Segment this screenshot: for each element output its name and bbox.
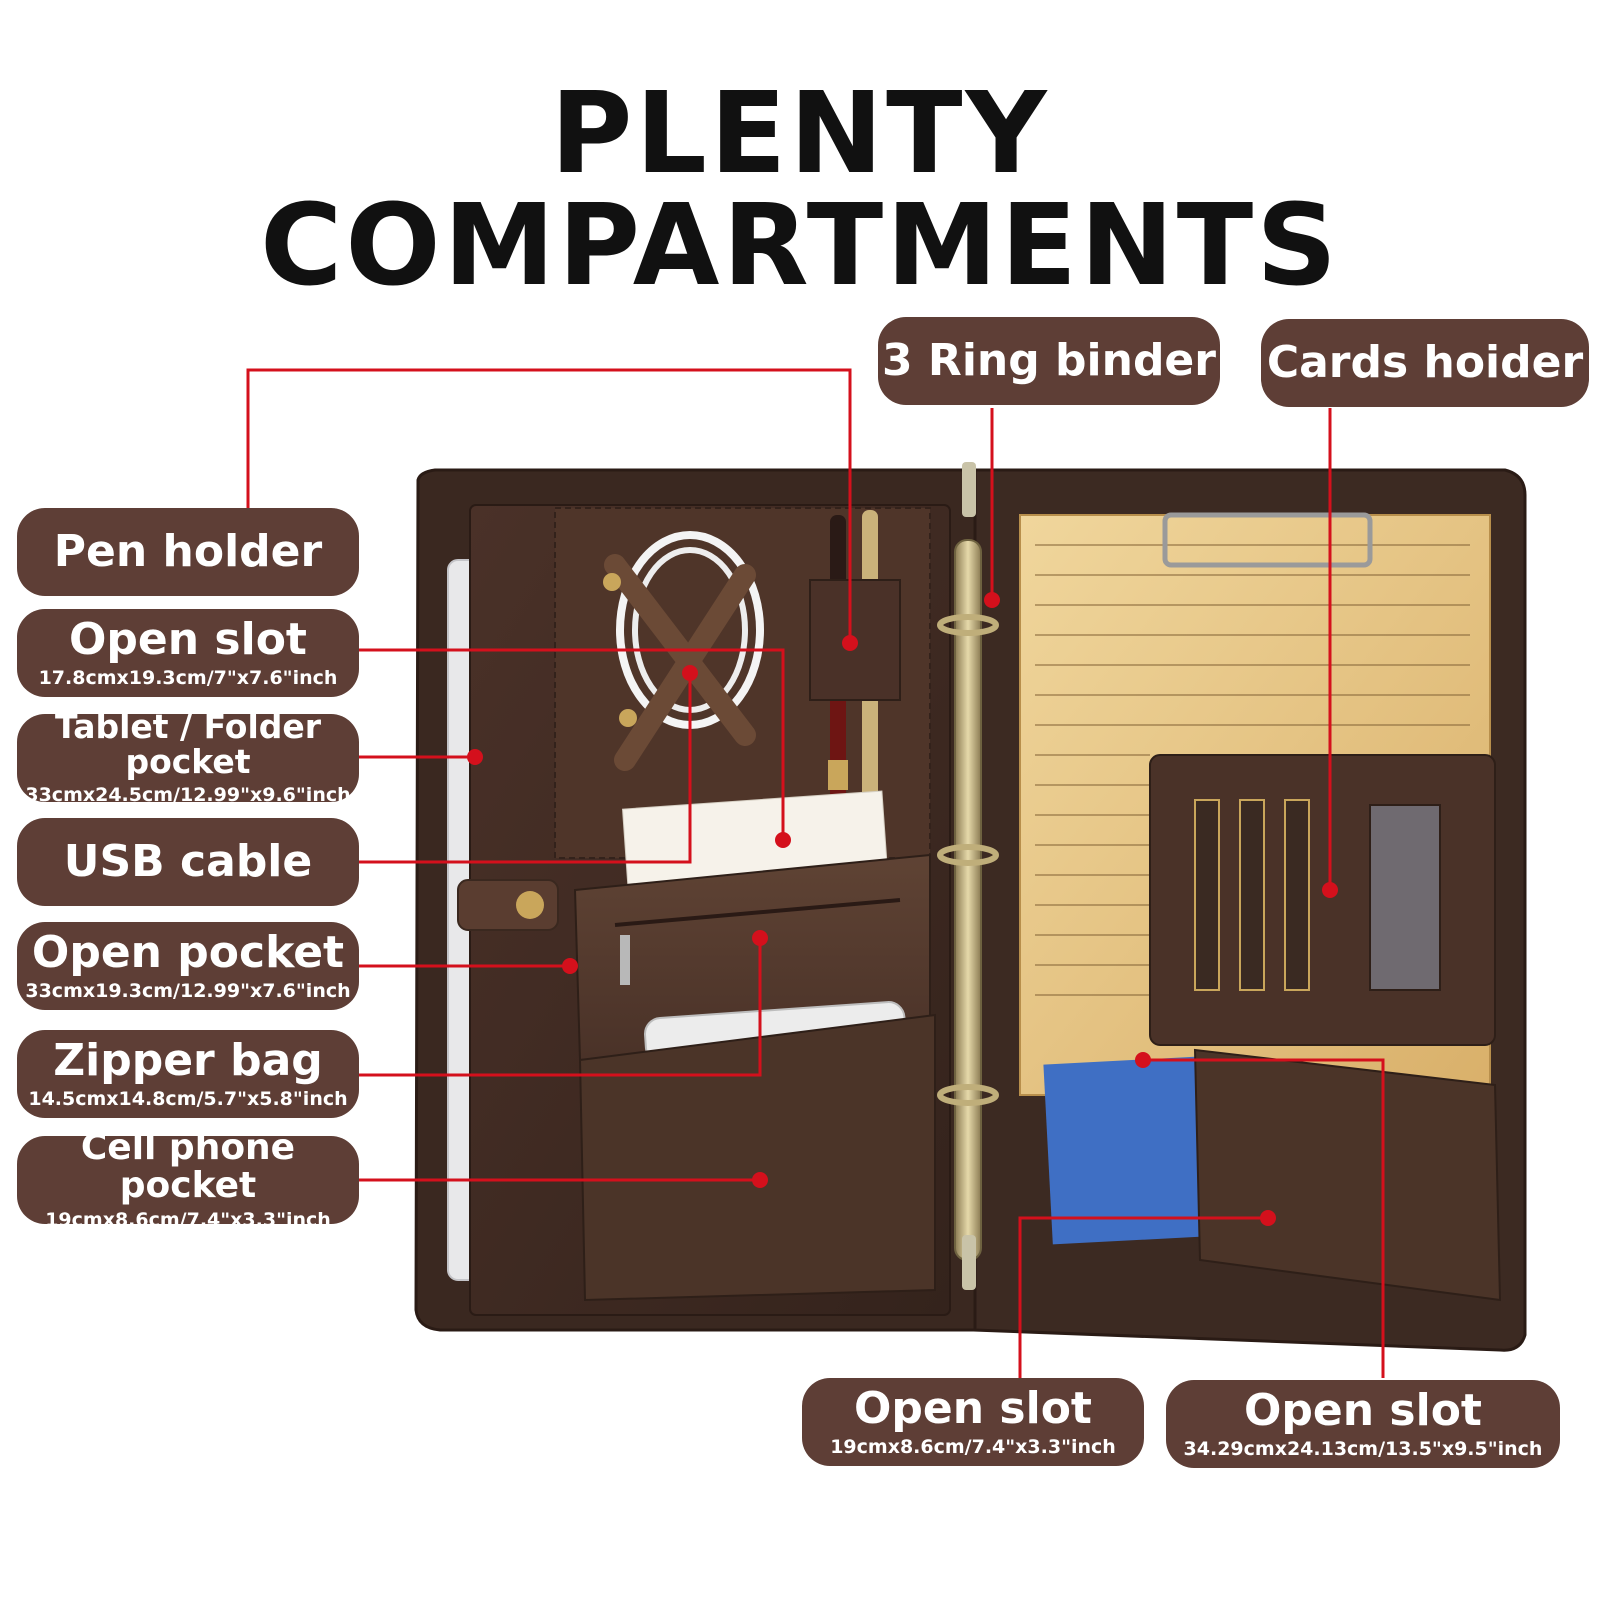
callout-title: Open slot — [1244, 1384, 1482, 1436]
callout-title: 3 Ring binder — [882, 334, 1216, 386]
leader-dots — [467, 592, 1338, 1226]
leader-zipper — [357, 938, 762, 1077]
callout-title: Tablet / Folder pocket — [54, 707, 322, 781]
padfolio-right-panel — [973, 468, 1527, 1352]
page-title: PLENTY COMPARTMENTS — [260, 69, 1340, 311]
callout-size: 33cmx19.3cm/12.99"x7.6"inch — [25, 980, 351, 1003]
callout-size: 17.8cmx19.3cm/7"x7.6"inch — [38, 667, 338, 690]
callout-title: Open slot — [854, 1382, 1092, 1434]
callout-title: Open pocket — [31, 926, 345, 978]
pen-holder-label: Pen holder — [17, 508, 359, 596]
tablet-folder-pocket-label: Tablet / Folder pocket 33cmx24.5cm/12.99… — [17, 709, 359, 806]
open-slot-bottom-left-label: Open slot 19cmx8.6cm/7.4"x3.3"inch — [802, 1378, 1144, 1466]
cell-phone-pocket-label: Cell phone pocket 19cmx8.6cm/7.4"x3.3"in… — [17, 1129, 359, 1231]
ring-binder-label: 3 Ring binder — [878, 317, 1220, 405]
callout-title: Zipper bag — [53, 1034, 323, 1086]
callout-size: 19cmx8.6cm/7.4"x3.3"inch — [830, 1436, 1116, 1459]
callout-title: USB cable — [63, 835, 313, 887]
leader-pen-holder — [246, 368, 852, 643]
leader-usb — [357, 673, 692, 864]
open-pocket-label: Open pocket 33cmx19.3cm/12.99"x7.6"inch — [17, 922, 359, 1010]
callout-size: 33cmx24.5cm/12.99"x9.6"inch — [25, 783, 351, 806]
ring-binder — [937, 462, 999, 1290]
padfolio-left-panel — [414, 468, 977, 1332]
callout-title: Cards hoider — [1266, 336, 1584, 388]
cards-holder-label: Cards hoider — [1261, 319, 1589, 407]
callout-size: 34.29cmx24.13cm/13.5"x9.5"inch — [1183, 1438, 1543, 1461]
callout-title: Cell phone pocket — [80, 1127, 296, 1206]
callout-size: 14.5cmx14.8cm/5.7"x5.8"inch — [28, 1088, 348, 1111]
open-slot-bottom-right-label: Open slot 34.29cmx24.13cm/13.5"x9.5"inch — [1166, 1380, 1560, 1468]
open-slot-label: Open slot 17.8cmx19.3cm/7"x7.6"inch — [17, 609, 359, 697]
leader-open-slot-bottom-left — [1018, 1216, 1268, 1378]
leader-lines — [246, 368, 1385, 1378]
usb-cable-label: USB cable — [17, 818, 359, 906]
callout-title: Open slot — [69, 613, 307, 665]
zipper-bag-label: Zipper bag 14.5cmx14.8cm/5.7"x5.8"inch — [17, 1030, 359, 1118]
leader-open-slot-bottom-right — [1143, 1058, 1385, 1378]
callout-size: 19cmx8.6cm/7.4"x3.3"inch — [45, 1208, 331, 1231]
callout-title: Pen holder — [53, 525, 323, 577]
leader-open-slot-1 — [357, 648, 785, 840]
